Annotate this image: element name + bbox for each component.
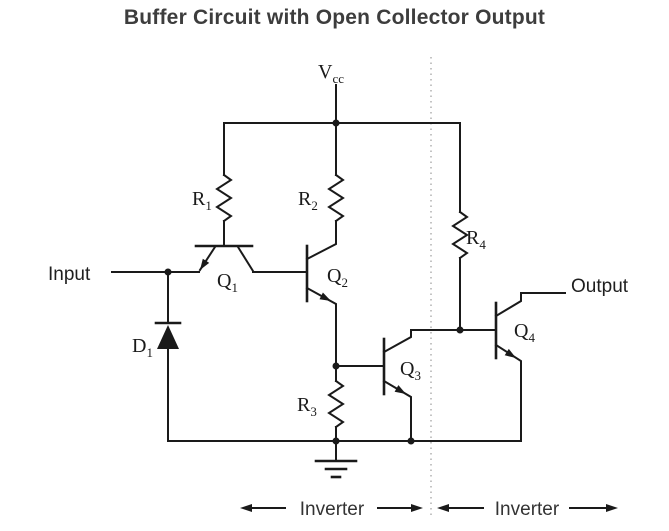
label-q1: Q1: [217, 270, 238, 295]
transistor-q4-emitter-arrow-icon: [504, 348, 516, 358]
resistor-r3: [327, 379, 345, 429]
output-label: Output: [571, 276, 629, 297]
label-r2: R2: [298, 188, 318, 213]
transistor-q4-collector-output: [494, 292, 566, 318]
label-r1: R1: [192, 188, 212, 213]
label-r4: R4: [466, 227, 486, 252]
junction-dot-ground: [332, 437, 340, 445]
label-vcc: Vcc: [318, 61, 344, 86]
arrow-right-icon: [606, 504, 618, 512]
arrow-left-icon: [240, 504, 252, 512]
junction-dot-vcc: [332, 119, 340, 127]
transistor-q4-emitter: [494, 343, 522, 442]
junction-dot-q3-emitter: [407, 437, 415, 445]
ground-symbol: [314, 459, 358, 479]
input-label: Input: [48, 264, 91, 285]
inverter-right-label: Inverter: [495, 499, 560, 520]
inverter-span-left: [240, 504, 423, 512]
inverter-span-right: [437, 504, 618, 512]
junction-dot-r4: [456, 326, 464, 334]
inverter-left-label: Inverter: [300, 499, 365, 520]
transistor-q1-emitter-arrow-icon: [200, 258, 210, 270]
arrow-left-icon: [437, 504, 449, 512]
transistor-q3-emitter-arrow-icon: [394, 385, 406, 394]
transistor-q1-collector: [236, 245, 255, 273]
label-r3: R3: [297, 394, 317, 419]
diagram-title: Buffer Circuit with Open Collector Outpu…: [123, 6, 546, 29]
resistor-r1: [215, 173, 233, 223]
resistor-r2: [327, 173, 345, 223]
transistor-q2-emitter: [305, 286, 337, 367]
arrow-right-icon: [411, 504, 423, 512]
junction-dot-q2-emitter: [332, 362, 340, 370]
label-q2: Q2: [327, 265, 348, 290]
label-d1: D1: [132, 335, 153, 360]
label-q3: Q3: [400, 358, 421, 383]
transistor-q3-emitter: [382, 379, 412, 442]
wire-r2-to-q2-collector: [305, 220, 337, 261]
label-q4: Q4: [514, 320, 535, 345]
transistor-q3-collector: [382, 329, 496, 354]
diode-d1: [157, 325, 179, 349]
junction-dot-input: [164, 268, 172, 276]
transistor-q2-emitter-arrow-icon: [319, 292, 331, 301]
resistor-r4: [451, 210, 469, 260]
